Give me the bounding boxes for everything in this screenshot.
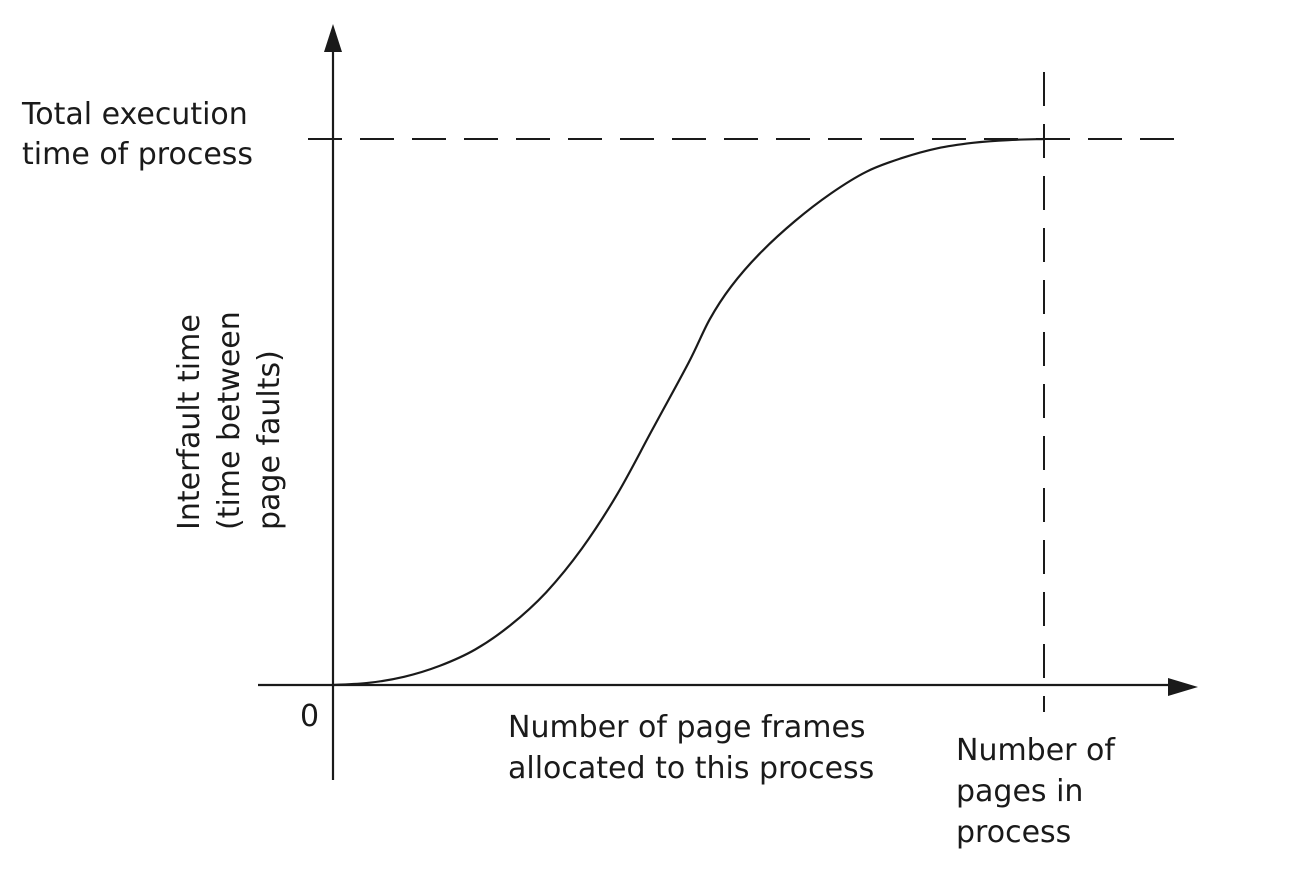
x-reference-label: Number of pages in process <box>956 733 1125 850</box>
y-axis-label: Interfault time (time between page fault… <box>172 302 287 530</box>
interfault-time-curve <box>332 137 1045 687</box>
origin-label: 0 <box>300 699 319 734</box>
y-axis-arrowhead <box>324 24 342 52</box>
x-axis-label: Number of page frames allocated to this … <box>508 710 875 786</box>
y-reference-label: Total execution time of process <box>21 97 257 172</box>
x-axis-arrowhead <box>1168 678 1198 696</box>
